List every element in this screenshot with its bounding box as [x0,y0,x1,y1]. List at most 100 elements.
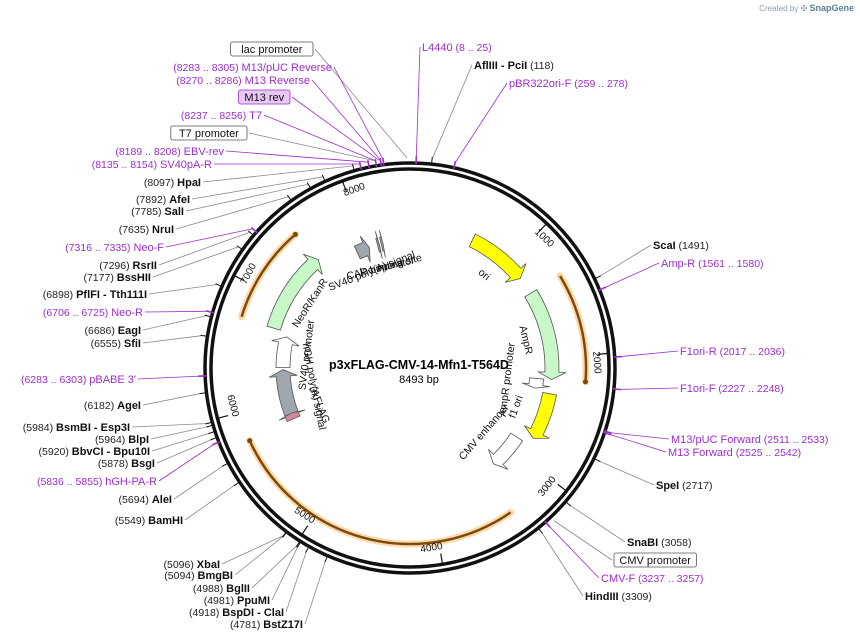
credit-text: Created by [759,4,799,13]
site-pbabe-3[interactable]: (6283 .. 6303) pBABE 3' [21,374,207,386]
label-t7: (8237 .. 8256) T7 [181,110,262,122]
site-rsrii[interactable]: (7296) RsrII [99,230,255,272]
brand-name: SnapGene [809,3,854,13]
feature-cmv-enhancer[interactable] [488,432,524,470]
site-eagi[interactable]: (6686) EagI [84,314,213,337]
ring-mark-scai [593,275,602,280]
site-bspdi[interactable]: (4918) BspDI - ClaI [189,545,310,619]
name-neo-f: Neo-F [133,242,164,254]
ring-mark-pbr322ori-f [452,160,457,169]
label-neo-f: (7316 .. 7335) Neo-F [65,242,164,254]
name-bsshii: BssHII [117,272,151,284]
site-sv40pa-r[interactable]: (8135 .. 8154) SV40pA-R [92,159,363,171]
ring-mark-sfii [200,334,209,337]
site-ppumi[interactable]: (4981) PpuMI [204,540,302,607]
label-m13-puc-forward: M13/pUC Forward (2511 .. 2533) [671,434,828,446]
leader-afei [191,176,324,200]
site-neo-r[interactable]: (6706 .. 6725) Neo-R [43,307,214,319]
site-m13-forward[interactable]: M13 Forward (2525 .. 2542) [603,431,802,459]
site-m13-rev[interactable]: M13 rev [238,89,291,105]
site-bsshii[interactable]: (7177) BssHII [83,245,244,284]
site-f1ori-r[interactable]: F1ori-R (2017 .. 2036) [613,346,785,358]
feature-f1-ori[interactable] [523,391,558,439]
ring-mark-nrui [286,194,293,202]
ring-mark-bmgbi [282,530,288,538]
site-cmv-f[interactable]: CMV-F (3237 .. 3257) [544,520,704,585]
name-ebv-rev: EBV-rev [184,146,225,158]
site-ebv-rev[interactable]: (8189 .. 8208) EBV-rev [115,146,371,169]
feature-ampr[interactable] [524,288,567,381]
feature-lac-operator[interactable] [379,230,386,258]
name-snabi: SnaBI [627,537,658,549]
feature-sv40-poly-a-signal[interactable] [353,235,371,263]
site-snabi[interactable]: SnaBI (3058) [564,500,692,549]
site-hgh-pa-r[interactable]: (5836 .. 5855) hGH-PA-R [37,441,221,488]
site-bamhi[interactable]: (5549) BamHI [115,480,241,527]
ring-mark-spei [592,457,601,463]
site-neo-f[interactable]: (7316 .. 7335) Neo-F [65,226,258,254]
pos-l4440: (8 .. 25) [453,42,492,54]
site-xbai[interactable]: (5096) XbaI [163,530,288,571]
leader-bbvci [151,432,211,452]
site-spei[interactable]: SpeI (2717) [592,457,713,492]
feature-ampr-promoter[interactable] [521,377,550,389]
ring-mark-ppumi [296,540,302,548]
site-agei[interactable]: (6182) AgeI [84,392,208,412]
label-scai: ScaI (1491) [653,240,709,252]
ring-mark-sv40pa-r [358,161,363,171]
site-f1ori-f[interactable]: F1ori-F (2227 .. 2248) [612,383,784,395]
site-hpai[interactable]: (8097) HpaI [144,163,356,189]
site-cmv-promoter[interactable]: CMV promoter [613,552,697,568]
site-m13-puc-forward[interactable]: M13/pUC Forward (2511 .. 2533) [603,430,828,446]
tick-mark-7000 [234,275,244,282]
site-nrui[interactable]: (7635) NruI [119,194,293,236]
site-lac-promoter[interactable]: lac promoter [230,41,314,57]
tick-label-2000: 2000 [590,351,603,374]
site-sali[interactable]: (7785) SalI [131,182,312,218]
site-t7[interactable]: (8237 .. 8256) T7 [181,110,378,167]
site-scai[interactable]: ScaI (1491) [593,240,709,280]
feature-cap-binding-site[interactable] [374,231,383,259]
leader-bspdi [285,550,307,613]
label-alei: (5694) AleI [119,494,172,506]
site-hindiii[interactable]: HindIII (3309) [537,526,652,603]
site-blpi[interactable]: (5964) BlpI [95,424,215,446]
leader-bsshii [152,246,239,278]
site-bglii[interactable]: (4988) BglII [193,539,301,595]
box-m13-rev [238,89,291,105]
site-afliii[interactable]: AflIII - PciI (118) [430,60,554,166]
site-m13-puc-reverse[interactable]: (8283 .. 8305) M13/pUC Reverse [173,62,385,166]
name-hindiii: HindIII [585,591,619,603]
site-pflfi[interactable]: (6898) PflFI - Tth111I [43,283,224,301]
plasmid-size: 8493 bp [399,374,439,386]
site-afei[interactable]: (7892) AfeI [136,174,327,206]
site-t7-promoter[interactable]: T7 promoter [170,125,248,141]
site-bmgbi[interactable]: (5094) BmgBI [164,530,288,582]
pos-hindiii: (3309) [619,591,652,603]
ring-mark-afei [321,174,327,183]
feature-neor-kanr[interactable] [266,253,323,331]
feature-hgh-poly-a-signal[interactable] [269,369,299,417]
site-bsgi[interactable]: (5878) BsgI [98,436,219,470]
leader-bstz17i [304,560,327,625]
site-bsmbi[interactable]: (5984) BsmBI - Esp3I [23,421,214,434]
site-sfii[interactable]: (6555) SfiI [91,334,209,350]
name-neo-r: Neo-R [111,307,143,319]
site-l4440[interactable]: L4440 (8 .. 25) [415,42,492,165]
site-pbr322ori-f[interactable]: pBR322ori-F (259 .. 278) [452,78,628,169]
feature-ori[interactable] [468,233,527,283]
site-m13-reverse[interactable]: (8270 .. 8286) M13 Reverse [176,75,383,167]
site-alei[interactable]: (5694) AleI [119,462,230,506]
label-m13-reverse: (8270 .. 8286) M13 Reverse [176,75,310,87]
site-bstz17i[interactable]: (4781) BstZ17I [230,554,329,631]
ring-mark-bspdi [305,545,310,553]
pos-pbr322ori-f: (259 .. 278) [571,78,628,90]
feature-3xflag[interactable] [278,409,306,423]
site-amp-r[interactable]: Amp-R (1561 .. 1580) [598,258,764,291]
site-labels[interactable]: lac promoter (8283 .. 8305) M13/pUC Rever… [21,41,828,631]
feature-sv40-promoter[interactable] [271,336,300,368]
ring-mark-bamhi [233,480,241,487]
site-bbvci[interactable]: (5920) BbvCI - Bpu10I [38,430,217,458]
